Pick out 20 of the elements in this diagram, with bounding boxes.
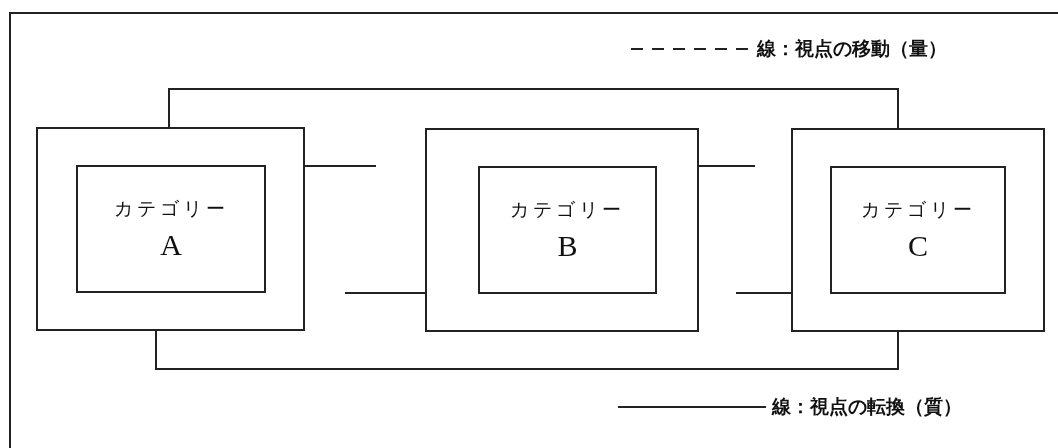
- category-box: [830, 166, 1006, 294]
- category-label: カテゴリー: [510, 197, 625, 222]
- category-letter: B: [557, 229, 578, 263]
- frame-box: [791, 128, 1045, 332]
- category-letter: C: [908, 229, 928, 263]
- category-label: カテゴリー: [860, 197, 976, 222]
- frame-box: [36, 127, 305, 331]
- category-box: [478, 166, 657, 294]
- connector-line: [698, 165, 756, 167]
- connector-line: [344, 292, 426, 294]
- category-label: カテゴリー: [113, 196, 229, 221]
- connector-line: [304, 165, 377, 167]
- category-box: [76, 165, 266, 293]
- legend-text: 線：視点の転換（質）: [772, 394, 962, 419]
- connector-line: [735, 292, 792, 294]
- category-letter: A: [160, 228, 182, 262]
- connector-line: [155, 330, 899, 370]
- legend-text: 線：視点の移動（量）: [757, 36, 947, 61]
- connector-line: [168, 88, 899, 129]
- frame-box: [425, 128, 699, 332]
